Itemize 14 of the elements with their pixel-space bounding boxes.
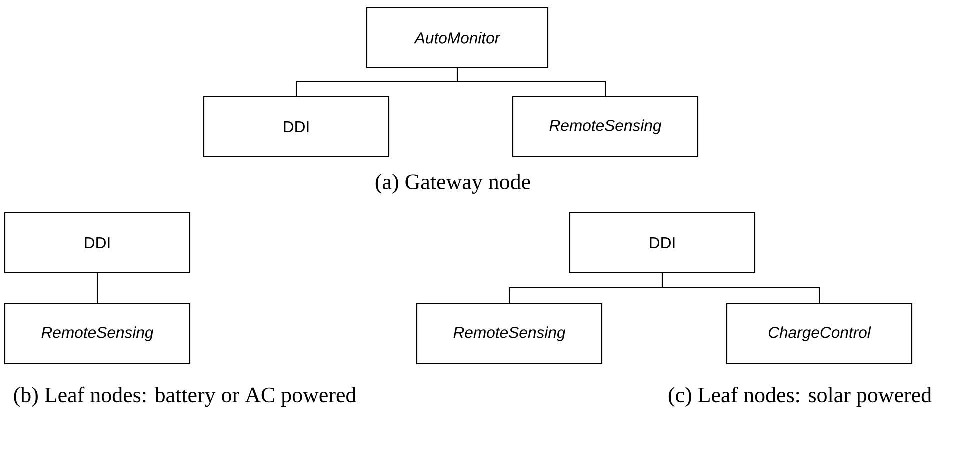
connector-line <box>662 274 820 304</box>
component-box: ChargeControl <box>726 303 913 365</box>
caption: (c) Leaf nodes: solar powered <box>668 386 932 408</box>
caption: (b) Leaf nodes: battery or AC powered <box>14 386 356 408</box>
component-box: RemoteSensing <box>4 303 191 365</box>
connector-line <box>456 68 606 96</box>
component-box: AutoMonitor <box>366 7 549 69</box>
component-box: DDI <box>203 96 390 158</box>
component-box: DDI <box>4 212 191 274</box>
component-box: DDI <box>569 212 756 274</box>
component-box: RemoteSensing <box>416 303 603 365</box>
connector-line <box>96 274 98 304</box>
component-box: RemoteSensing <box>512 96 699 158</box>
caption: (a) Gateway node <box>376 174 530 194</box>
